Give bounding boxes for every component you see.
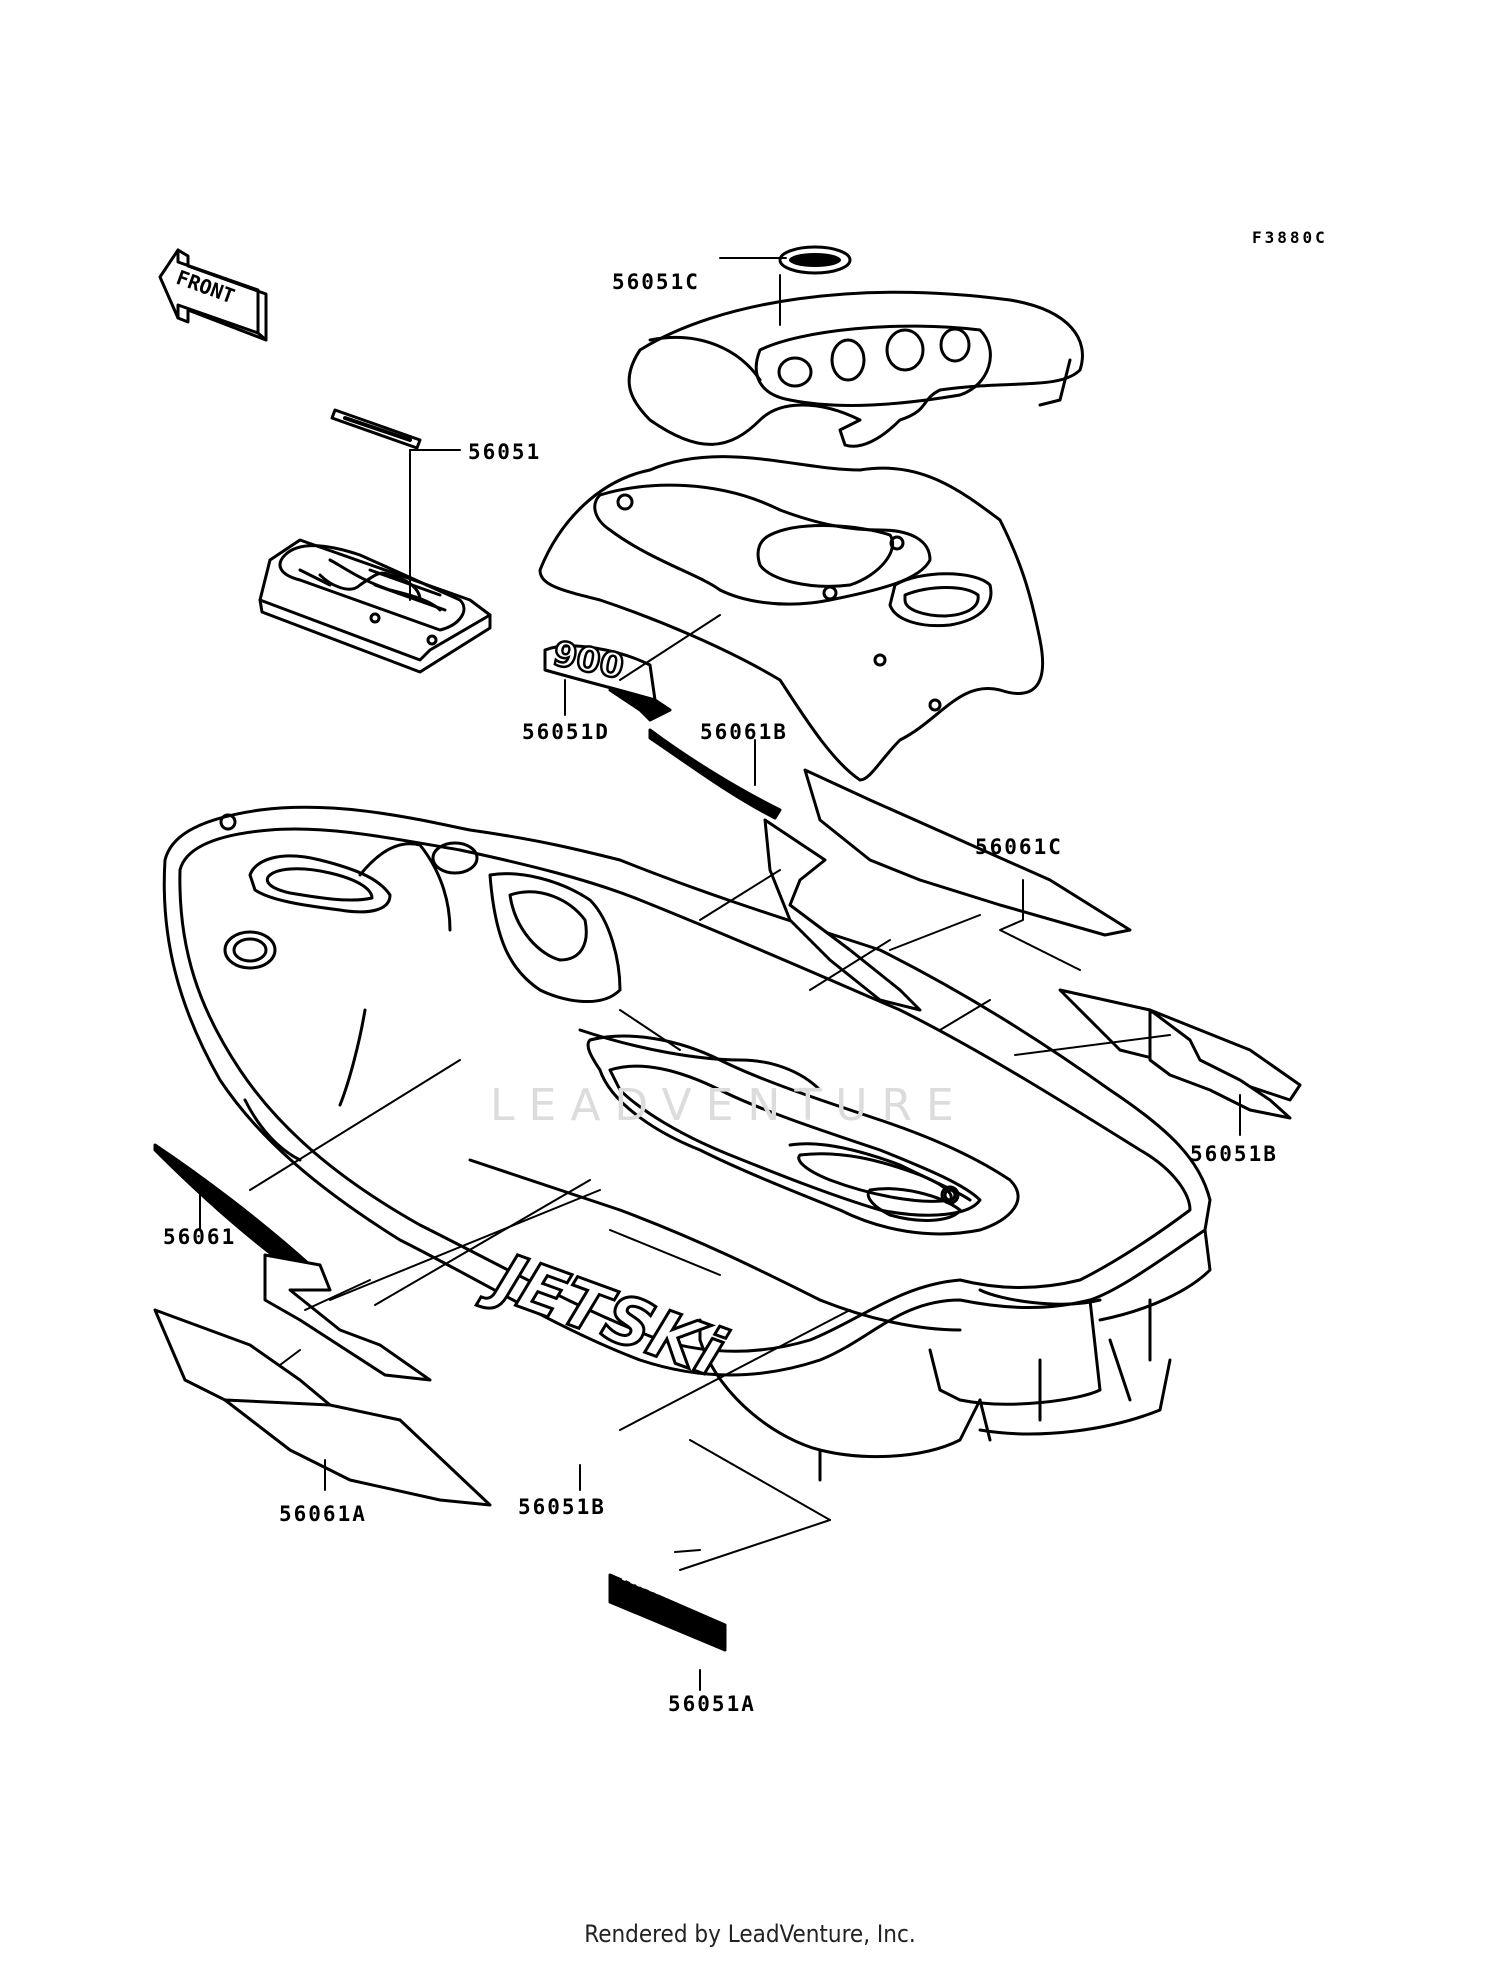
decal-text-jetski: JETSKi bbox=[475, 1235, 735, 1392]
watermark: LEADVENTURE bbox=[490, 1080, 968, 1131]
decal-text-900: 900 bbox=[550, 634, 628, 688]
decal-graphic-56061 bbox=[263, 1253, 432, 1382]
decal-stripe-56061 bbox=[153, 1143, 312, 1277]
decal-900-zxi bbox=[543, 644, 672, 722]
part-label-56061A[interactable]: 56061A bbox=[279, 1502, 367, 1526]
part-label-56051A[interactable]: 56051A bbox=[668, 1692, 756, 1716]
part-label-56061C[interactable]: 56061C bbox=[975, 835, 1063, 859]
part-label-56051D[interactable]: 56051D bbox=[522, 720, 610, 744]
decal-stripe-56061B bbox=[648, 728, 782, 820]
instrument-cover bbox=[627, 290, 1084, 448]
front-arrow-icon bbox=[158, 248, 268, 342]
part-label-56061[interactable]: 56061 bbox=[163, 1225, 237, 1249]
part-label-56051C[interactable]: 56051C bbox=[612, 270, 700, 294]
hull-body bbox=[162, 805, 1212, 1482]
decal-graphic-56061C bbox=[803, 768, 1132, 937]
decal-panel-56061A bbox=[153, 1308, 332, 1412]
part-label-56051B-right[interactable]: 56051B bbox=[1190, 1142, 1278, 1166]
engine-cover bbox=[258, 538, 492, 674]
hood-section bbox=[538, 455, 1045, 782]
part-label-56061B[interactable]: 56061B bbox=[700, 720, 788, 744]
footer-credit: Rendered by LeadVenture, Inc. bbox=[584, 1920, 916, 1948]
part-label-56051B-bottom[interactable]: 56051B bbox=[518, 1495, 606, 1519]
decal-kawasaki bbox=[608, 1573, 727, 1652]
part-label-56051[interactable]: 56051 bbox=[468, 440, 542, 464]
diagram-code: F3880C bbox=[1252, 228, 1328, 247]
